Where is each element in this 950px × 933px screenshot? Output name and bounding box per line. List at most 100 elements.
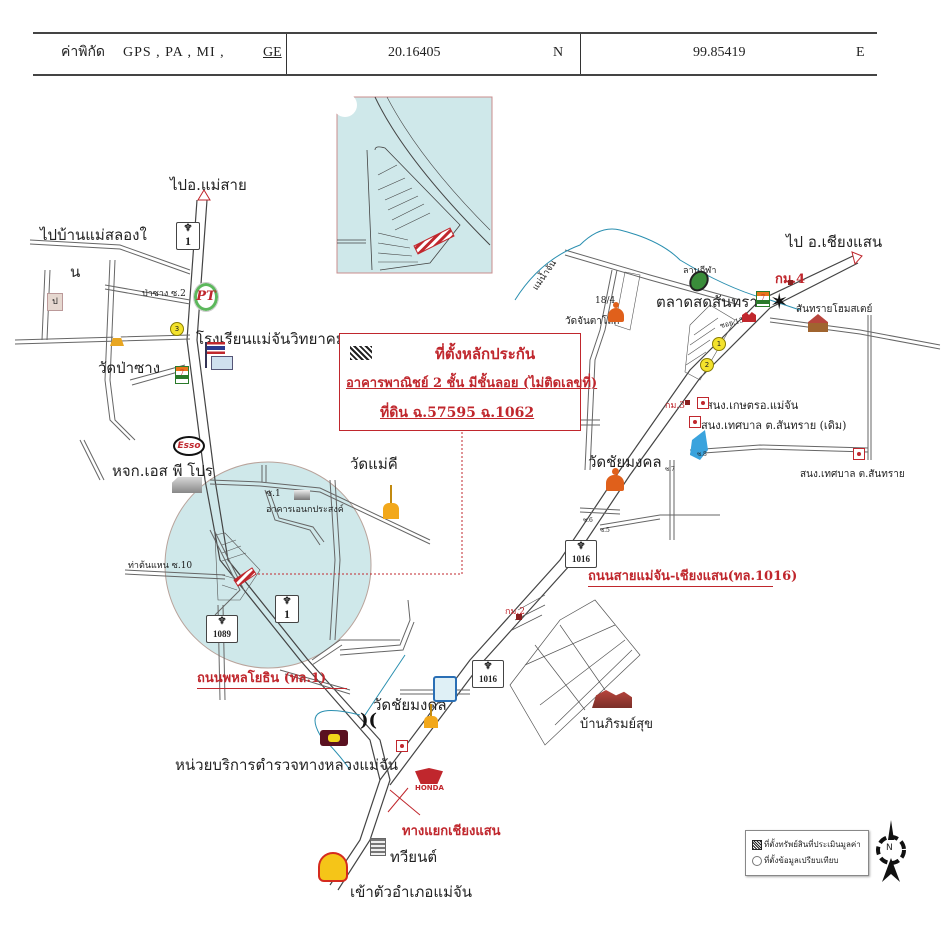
agri-office-icon [697, 397, 709, 409]
collateral-title: ที่ตั้งหลักประกัน [435, 345, 536, 363]
marker-3: 3 [170, 322, 184, 336]
label-soi6: ซ.6 [583, 517, 593, 524]
label-km2: กม.2 [505, 607, 525, 617]
map-legend: ที่ตั้งทรัพย์สินที่ประเมินมูลค่า ที่ตั้ง… [745, 830, 869, 876]
row-houses [614, 271, 736, 381]
label-wat-chai-mongkhon-north: วัดชัยมงคล [588, 453, 662, 471]
highway-1-shield-south: ♆1 [275, 595, 299, 623]
label-soi1: ซ.1 [266, 489, 281, 499]
longitude-dir: E [856, 45, 865, 60]
marker-1: 1 [712, 337, 726, 351]
label-wat-pa-chang: วัดป่าซาง [98, 359, 161, 377]
warehouse-icon [172, 477, 202, 493]
school-flag-icon [205, 340, 235, 370]
label-tw-yon: ทวียนต์ [390, 848, 438, 866]
wat-mae-khi-stupa-icon [383, 485, 399, 521]
km3-marker-icon [685, 400, 690, 405]
label-wat-mae-khi: วัดแม่คี [350, 455, 398, 473]
legend-comparable: ที่ตั้งข้อมูลเปรียบเทียบ [764, 856, 839, 865]
label-market: ตลาดสดสันทราย [656, 293, 767, 311]
municipal-old-icon [689, 416, 701, 428]
road-1 [186, 199, 391, 891]
local-roads-west [14, 239, 191, 481]
label-pa-chang-s2: ป่าซาง ซ.2 [142, 289, 186, 299]
label-to-mae-sai: ไปอ.แม่สาย [170, 176, 247, 194]
label-phahonyothin-road: ถนนพหลโยธิน (ทล.1) [197, 667, 347, 689]
collateral-legend-box: ที่ตั้งหลักประกัน อาคารพาณิชย์ 2 ชั้น มี… [339, 333, 597, 431]
highway-1089-shield: ♆1089 [206, 615, 238, 643]
inset-map [333, 93, 493, 274]
label-homestay: สันทรายโฮมสเตย์ [796, 304, 873, 315]
homestay-icon [808, 314, 828, 332]
site-parcels [214, 532, 261, 601]
mailbox-icon: ป [47, 293, 63, 311]
collateral-description: อาคารพาณิชย์ 2 ชั้น มีชั้นลอย (ไม่ติดเลข… [346, 376, 598, 391]
seven-eleven-icon-east: 7 [756, 291, 770, 307]
pond [690, 430, 708, 460]
municipal-office-icon [853, 448, 865, 460]
label-to-chiang-saen: ไป อ.เชียงแสน [786, 233, 883, 251]
comparable-swatch-icon [752, 856, 762, 866]
subdivision-ban-phirom-suk [509, 594, 641, 746]
collateral-deed: ที่ดิน ฉ.57595 ฉ.1062 [380, 405, 535, 421]
honda-icon: HONDA [415, 768, 444, 794]
latitude-dir: N [553, 45, 564, 60]
buddha-icon-wat-chai-mongkhon [606, 468, 624, 492]
km2-marker-icon [516, 614, 522, 620]
coord-source-selected: GE [263, 45, 282, 60]
highway-1016-shield-north: ♆1016 [565, 540, 597, 568]
housing-estate-icon [592, 690, 632, 708]
label-wat-chan-ta-lok: วัดจันตาโลก [565, 316, 620, 327]
label-to-ban-mae-salong: ไปบ้านแม่สลองใ [40, 226, 147, 244]
label-ban-phirom-suk: บ้านภิรมย์สุข [580, 717, 653, 732]
label-house-18-4: 18/4 [595, 296, 616, 306]
label-soi8: ซ.8 [697, 451, 707, 458]
label-soi7: ซ.7 [665, 466, 675, 473]
label-sp-pro: หจก.เอส พี โปร [112, 462, 213, 480]
label-municipal: สนง.เทศบาล ต.สันทราย [800, 469, 905, 480]
label-na: น [70, 263, 81, 281]
local-roads-circle [124, 465, 431, 701]
marker-2: 2 [700, 358, 714, 372]
esso-icon: Esso [173, 436, 205, 456]
compass-n-label: N [886, 843, 893, 853]
hatch-swatch-icon [350, 346, 372, 360]
longitude-value: 99.85419 [693, 45, 746, 60]
coord-sources: GPS , PA , MI , [123, 45, 225, 60]
multipurpose-building-icon [294, 490, 310, 500]
wat-chai-mongkhon-stupa-icon [424, 704, 438, 730]
bank-logo-icon [433, 676, 457, 702]
label-highway-police: หน่วยบริการตำรวจทางหลวงแม่จัน [175, 756, 398, 774]
tw-yon-building-icon [370, 838, 386, 856]
label-school: โรงเรียนแม่จันวิทยาคม [196, 330, 346, 348]
label-to-mae-chan: เข้าตัวอำเภอแม่จัน [350, 883, 473, 901]
site-marker [233, 567, 257, 587]
north-arrow-compass-icon: N [874, 820, 908, 884]
label-road-1016: ถนนสายแม่จัน-เชียงแสน(ทล.1016) [588, 565, 797, 587]
junction-star-icon: ✶ [770, 290, 789, 315]
coordinate-table: ค่าพิกัด GPS , PA , MI , GE 20.16405 N 9… [33, 32, 877, 76]
coord-label: ค่าพิกัด [61, 45, 106, 60]
pt-gas-station-icon: PT [193, 282, 219, 312]
label-chiang-saen-junction: ทางแยกเชียงแสน [402, 824, 501, 839]
buddha-icon-wat-chan-ta-lok [608, 302, 624, 324]
highway-1-shield-north: ♆1 [176, 222, 200, 250]
label-agri-office: สนง.เกษตรอ.แม่จัน [706, 399, 799, 412]
police-car-icon [320, 730, 348, 746]
subject-property-swatch-icon [752, 840, 762, 850]
label-building: อาคารเอนกประสงค์ [266, 505, 344, 515]
factory-icon [742, 312, 756, 322]
km4-marker-icon [788, 280, 793, 285]
label-soi5: ซ.5 [600, 527, 610, 534]
shell-icon [318, 852, 348, 882]
label-km3: กม.3 [665, 401, 685, 411]
highway-1016-shield-south: ♆1016 [472, 660, 504, 688]
legend-subject-property: ที่ตั้งทรัพย์สินที่ประเมินมูลค่า [764, 840, 861, 849]
government-office-icon-south [396, 740, 408, 752]
label-km4: กม.4 [775, 268, 805, 289]
latitude-value: 20.16405 [388, 45, 441, 60]
label-tha-ton-haen: ท่าต้นแหน ซ.10 [128, 561, 193, 571]
label-wat-chai-mongkhon-south: วัดชัยมงคล [373, 696, 447, 714]
river-mae-chan [514, 228, 801, 311]
seven-eleven-icon-west: 7 [175, 366, 189, 384]
